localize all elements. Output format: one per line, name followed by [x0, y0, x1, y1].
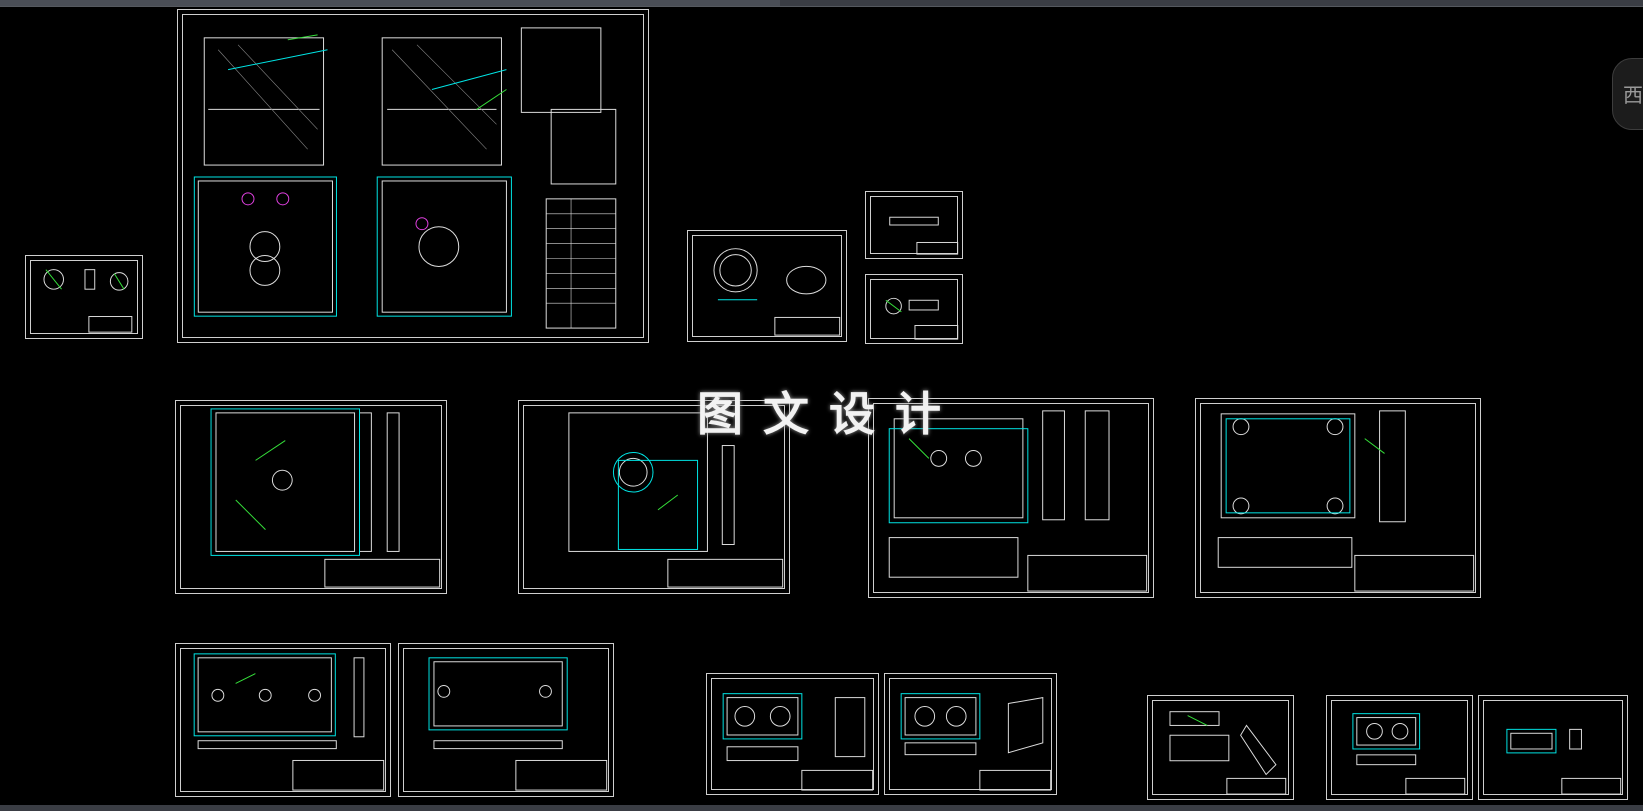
cavity-sheet-2[interactable]: [884, 673, 1057, 795]
sheet-border: [711, 678, 874, 790]
sheet-border: [182, 14, 644, 338]
plate-drawing: [568, 412, 784, 588]
sheet-border: [889, 678, 1052, 790]
cavity-drawing: [900, 693, 1052, 791]
plate-drawing: [888, 410, 1148, 592]
ring-part-sheet[interactable]: [687, 230, 847, 342]
cavity-drawing: [722, 693, 874, 791]
part-drawing: [43, 269, 133, 333]
watermark-text: 图文设计: [697, 387, 961, 441]
assembly-drawing: [193, 27, 617, 329]
sheet-border: [523, 405, 785, 589]
part-drawing: [1352, 713, 1466, 795]
bolt-part-sheet[interactable]: [865, 274, 963, 344]
sheet-border: [1200, 403, 1476, 593]
side-panel-tab[interactable]: 西: [1612, 58, 1643, 130]
plate-sheet-5[interactable]: [175, 643, 391, 797]
sheet-border: [1152, 700, 1289, 795]
plate-sheet-4[interactable]: [1195, 398, 1481, 598]
plate-sheet-6[interactable]: [398, 643, 614, 797]
small-part-sheet[interactable]: [25, 255, 143, 339]
window-bottom-bar: [0, 805, 1643, 811]
sheet-border: [1331, 700, 1468, 795]
part-drawing: [713, 248, 841, 336]
slider-sheet[interactable]: [1147, 695, 1294, 800]
sheet-border: [873, 403, 1149, 593]
sheet-border: [1483, 700, 1623, 795]
sheet-border: [180, 648, 386, 792]
plate-sheet-3[interactable]: [868, 398, 1154, 598]
window-top-bar: [0, 0, 1643, 7]
insert-sheet[interactable]: [1326, 695, 1473, 800]
part-drawing: [885, 297, 959, 340]
sheet-border: [30, 260, 138, 334]
plate-drawing: [428, 657, 608, 791]
plate-sheet-1[interactable]: [175, 400, 447, 594]
plate-drawing: [210, 408, 441, 588]
part-drawing: [1169, 711, 1287, 795]
plate-sheet-2[interactable]: [518, 400, 790, 594]
side-tab-label: 西: [1623, 83, 1643, 107]
sheet-border: [180, 405, 442, 589]
sheet-border: [870, 279, 958, 339]
sheet-border: [403, 648, 609, 792]
pin-part-sheet[interactable]: [865, 191, 963, 259]
part-drawing: [889, 216, 959, 255]
assembly-drawing-sheet[interactable]: [177, 9, 649, 343]
sheet-border: [870, 196, 958, 254]
plate-drawing: [193, 653, 385, 791]
plate-drawing: [1217, 410, 1475, 592]
cavity-sheet-1[interactable]: [706, 673, 879, 795]
part-drawing: [1506, 728, 1622, 795]
sheet-border: [692, 235, 842, 337]
title-bar-strip: [0, 0, 780, 6]
block-sheet[interactable]: [1478, 695, 1628, 800]
